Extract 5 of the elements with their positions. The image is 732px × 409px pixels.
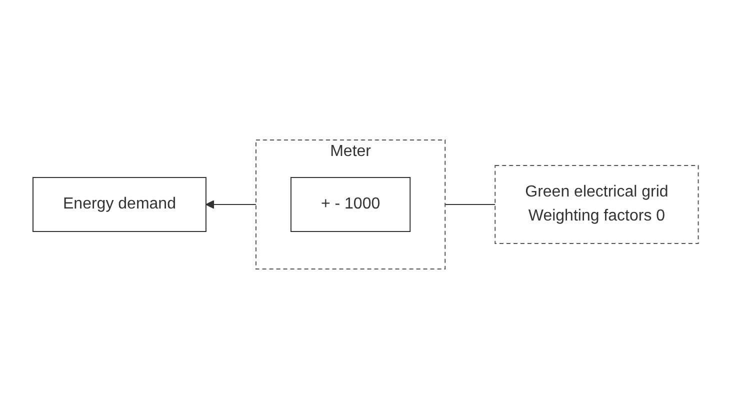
arrow xyxy=(206,200,257,209)
node-box: Green electrical grid Weighting factors 0 xyxy=(494,165,700,244)
connector xyxy=(444,204,496,205)
node-box: Energy demand xyxy=(32,177,207,232)
node-box: + - 1000 xyxy=(290,177,411,232)
